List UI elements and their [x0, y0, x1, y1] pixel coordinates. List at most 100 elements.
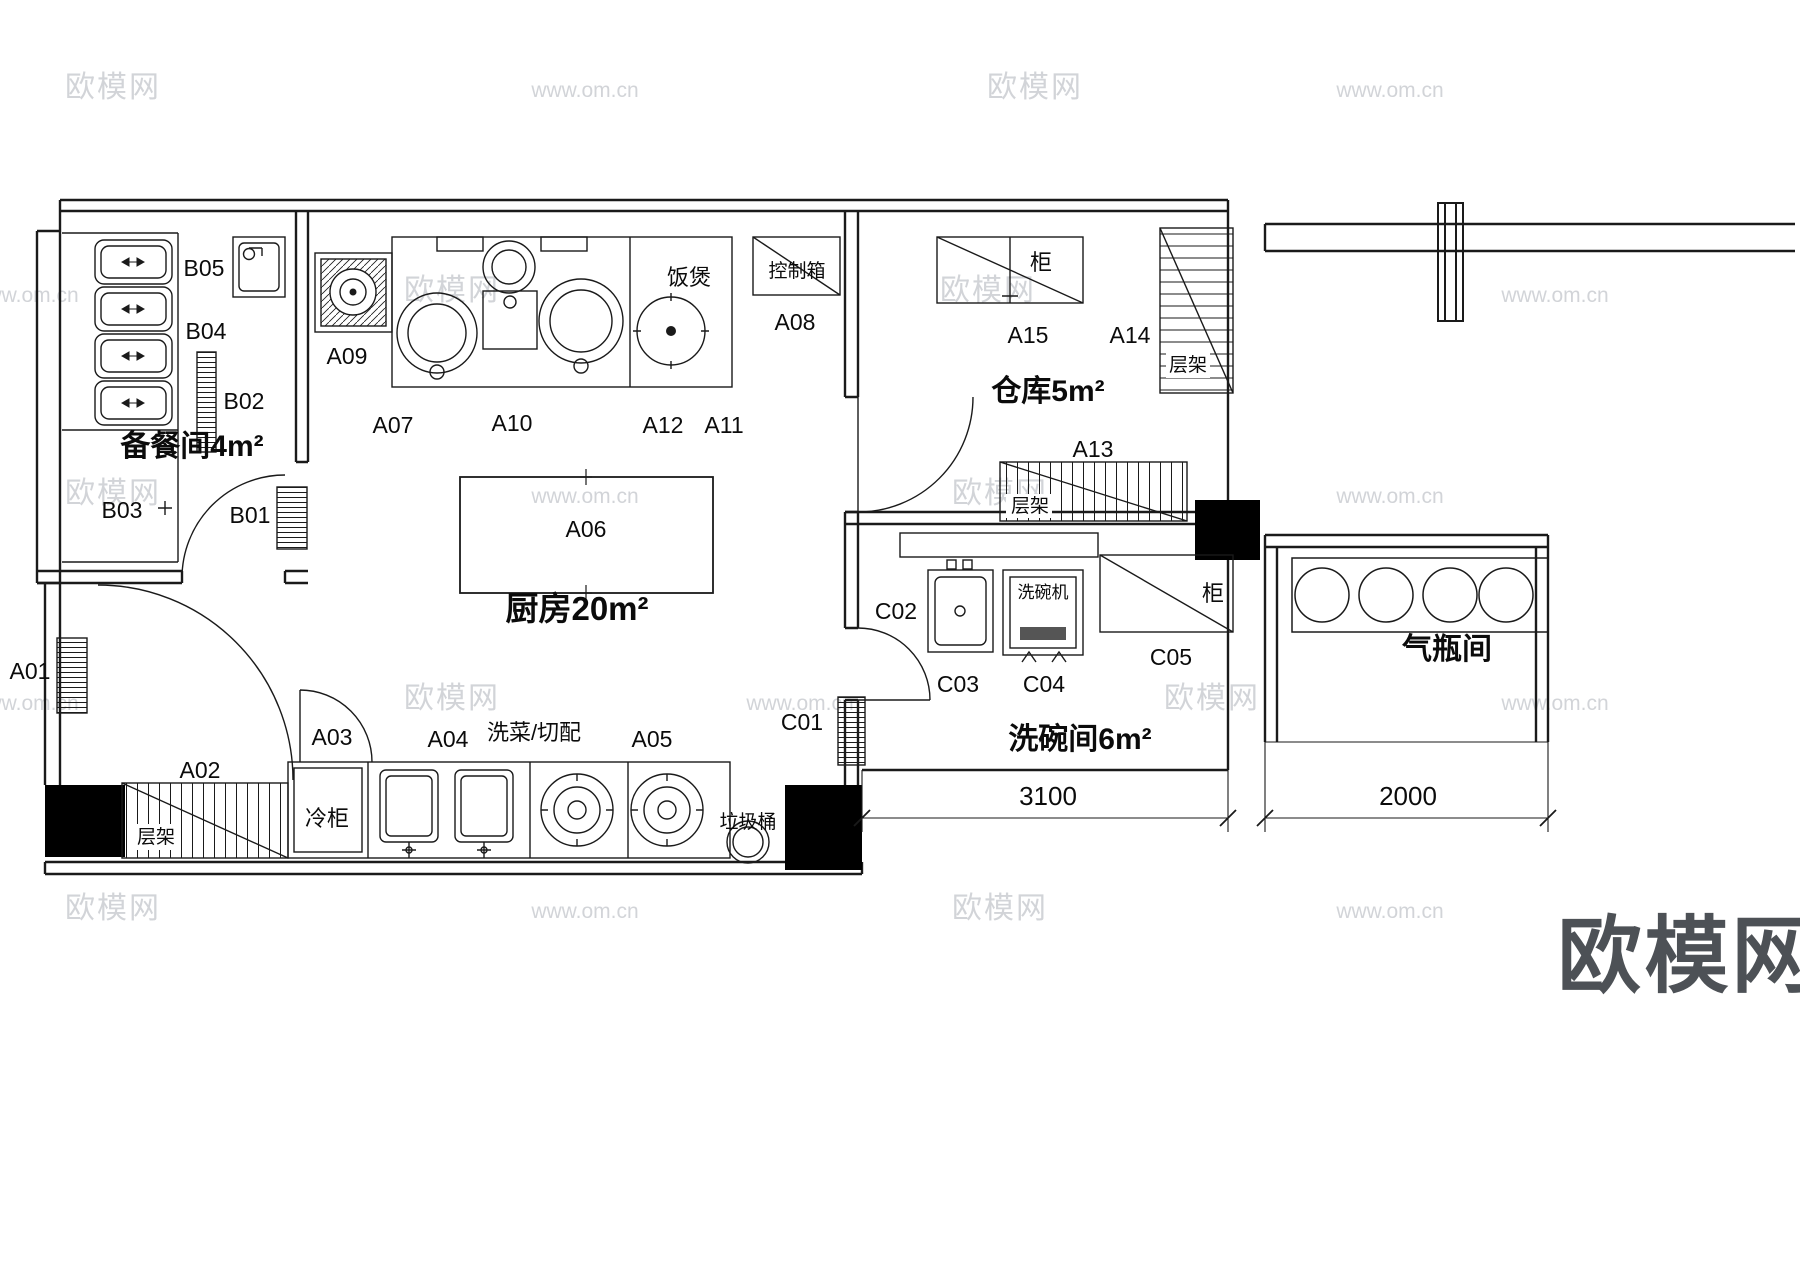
sink-unit-a04: [379, 769, 514, 858]
freezer-unit: [293, 767, 363, 853]
watermark-url: www.om.cn: [1335, 900, 1443, 923]
watermark-url: www.om.cn: [1335, 79, 1443, 102]
shelf-stairs-a02: [121, 782, 289, 859]
watermark-url: www.om.cn: [745, 692, 853, 715]
code-a05: A05: [632, 726, 673, 752]
code-a13: A13: [1073, 436, 1114, 462]
door-arc-prep: [181, 474, 286, 579]
walls: [35, 198, 1795, 876]
site-logo: 欧模网: [1557, 909, 1800, 1003]
code-a14: A14: [1110, 322, 1151, 348]
dishwash-cabinet-c05: [1099, 554, 1234, 633]
code-c05: C05: [1150, 644, 1192, 670]
code-a04: A04: [428, 726, 469, 752]
prep-tray-3: [94, 333, 173, 379]
watermark-brand: 欧模网: [1164, 682, 1260, 715]
door-arc-dishwash: [857, 627, 931, 701]
watermark-brand: 欧模网: [987, 71, 1083, 104]
watermark-url: www.om.cn: [530, 485, 638, 508]
dim-3100: 3100: [1019, 781, 1077, 811]
wall-bottom: [43, 860, 864, 876]
code-a15: A15: [1008, 322, 1049, 348]
code-b04: B04: [186, 318, 227, 344]
code-b03: B03: [102, 497, 143, 523]
prep-tray-1: [94, 239, 173, 285]
vent-box-2: [540, 236, 588, 252]
room-label-storage: 仓库5m²: [991, 375, 1104, 408]
storage-cabinet-a15: [936, 236, 1084, 304]
code-a09: A09: [327, 343, 368, 369]
watermark-url: www.om.cn: [530, 900, 638, 923]
storage-shelf-a13: [999, 461, 1188, 522]
label-dishwasher: 洗碗机: [1018, 583, 1069, 602]
door-panel-b01: [276, 486, 308, 550]
door-arc-storage: [857, 396, 974, 513]
dimension-lines: [853, 741, 1557, 832]
vent-box-1: [436, 236, 484, 252]
code-a06: A06: [566, 516, 607, 542]
watermark-brand: 欧模网: [940, 274, 1036, 307]
label-cabinet-storage: 柜: [1030, 250, 1052, 275]
work-board: [482, 290, 538, 350]
wall-gas-room: [1263, 533, 1550, 742]
gas-cylinder-4: [1478, 567, 1534, 623]
bottom-counter-dividers: [367, 762, 531, 858]
shelf-b02: [196, 351, 217, 453]
prep-counter: [62, 232, 179, 563]
label-control-box: 控制箱: [768, 260, 825, 282]
prep-tray-2: [94, 286, 173, 332]
door-arc-main-entry: [97, 584, 294, 781]
room-labels: 备餐间4m² 厨房20m² 仓库5m² 洗碗间6m² 气瓶间: [120, 375, 1492, 756]
extension-lines: [861, 742, 1549, 832]
label-shelf-bottom-left: 层架: [137, 826, 175, 848]
code-a12: A12: [643, 412, 684, 438]
code-c03: C03: [937, 671, 979, 697]
island-a06: [459, 469, 714, 601]
dishwash-room-equipment: [837, 532, 1234, 766]
label-shelf-mid: 层架: [1011, 495, 1049, 517]
watermark-brand: 欧模网: [65, 71, 161, 104]
label-freezer: 冷柜: [305, 806, 349, 831]
wall-prep-right: [294, 211, 310, 464]
dishwash-faucet: [946, 559, 973, 570]
column-bottom-left: [45, 785, 125, 857]
code-labels: A01 A02 A03 A04 A05 A06 A07 A08 A09 A10 …: [10, 255, 1193, 783]
grille-a01: [56, 637, 88, 714]
duct-column: [1437, 202, 1464, 322]
wall-prep-bottom: [37, 569, 308, 585]
control-box-a08: [752, 236, 841, 296]
bottom-counter: [287, 761, 731, 859]
code-c02: C02: [875, 598, 917, 624]
prep-tray-4: [94, 380, 173, 426]
wok-burner-a10: [538, 278, 624, 374]
code-a02: A02: [180, 757, 221, 783]
label-cabinet-dishwash: 柜: [1202, 581, 1224, 606]
code-a08: A08: [775, 309, 816, 335]
wall-top-right: [1263, 222, 1795, 253]
room-label-kitchen: 厨房20m²: [505, 590, 648, 627]
code-b01: B01: [230, 502, 271, 528]
gas-room-equipment: [1291, 557, 1549, 633]
gas-cylinder-1: [1294, 567, 1350, 623]
prep-cabinet-cross: [158, 501, 172, 515]
dishwash-counter: [899, 532, 1099, 558]
grille-c01: [837, 696, 866, 766]
label-rice-cooker: 饭煲: [667, 265, 711, 290]
label-shelf-top-right: 层架: [1169, 354, 1207, 376]
cook-line: [314, 236, 841, 388]
dishwasher-c04: [1002, 569, 1084, 663]
rice-cooker-a12: [633, 293, 709, 369]
storage-shelf-tall-a14: [1159, 227, 1234, 394]
code-b02: B02: [224, 388, 265, 414]
gas-cylinder-3: [1422, 567, 1478, 623]
gas-cylinder-2: [1358, 567, 1414, 623]
watermark-url: www.om.cn: [1500, 284, 1608, 307]
code-c01: C01: [781, 709, 823, 735]
stock-pot: [482, 240, 536, 294]
watermark-url: www.om.cn: [530, 79, 638, 102]
code-a10: A10: [492, 410, 533, 436]
prep-sink-b05: [232, 236, 286, 298]
stove-a09: [314, 252, 393, 333]
watermark-brand: 欧模网: [65, 477, 161, 510]
